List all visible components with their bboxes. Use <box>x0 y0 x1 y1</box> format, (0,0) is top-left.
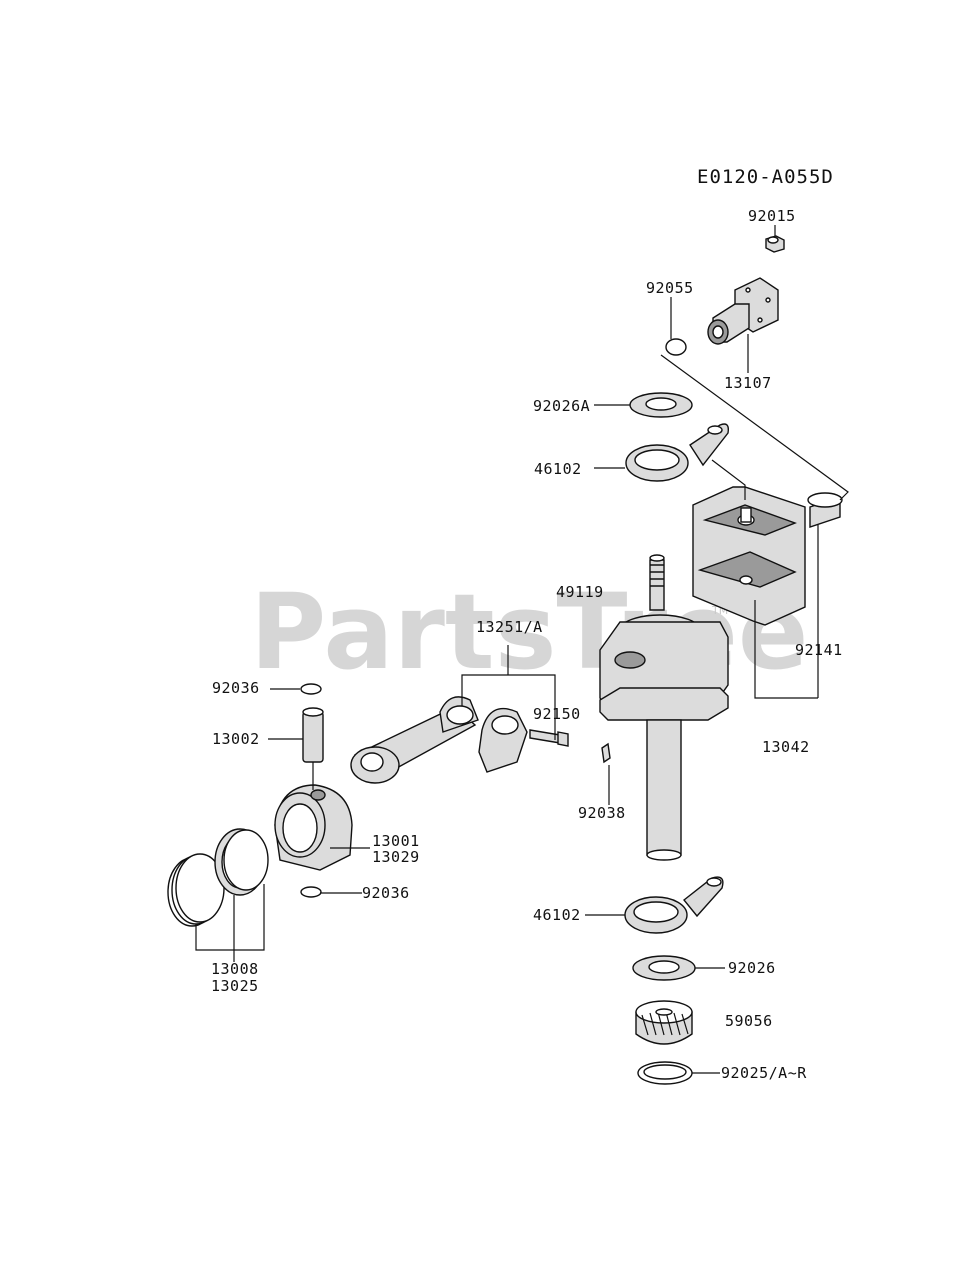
label-92015[interactable]: 92015 <box>748 207 796 225</box>
part-13107-governor-flange[interactable] <box>707 277 779 345</box>
part-92026A-washer[interactable] <box>629 392 693 418</box>
label-46102-bottom[interactable]: 46102 <box>533 906 581 924</box>
label-92026A[interactable]: 92026A <box>533 397 590 415</box>
part-13251A-connecting-rod[interactable] <box>350 696 479 784</box>
diagram-code: E0120-A055D <box>697 166 834 188</box>
part-13008-piston-rings[interactable] <box>167 828 269 927</box>
label-13002[interactable]: 13002 <box>212 730 260 748</box>
leader-lines <box>195 225 849 1074</box>
label-13107[interactable]: 13107 <box>724 374 772 392</box>
label-13025[interactable]: 13025 <box>211 977 259 995</box>
label-92150[interactable]: 92150 <box>533 705 581 723</box>
part-labels: 92015 92055 13107 92026A 46102 49119 132… <box>211 207 843 1082</box>
label-13042[interactable]: 13042 <box>762 738 810 756</box>
part-92150-bolt[interactable] <box>529 729 569 747</box>
label-92055[interactable]: 92055 <box>646 279 694 297</box>
part-92015-plug[interactable] <box>765 235 785 253</box>
label-59056[interactable]: 59056 <box>725 1012 773 1030</box>
label-92025[interactable]: 92025/A~R <box>721 1064 807 1082</box>
part-13042-crankshaft[interactable] <box>599 554 729 861</box>
part-rod-cap <box>478 707 528 773</box>
part-92141-bushing[interactable] <box>807 492 843 528</box>
label-92038[interactable]: 92038 <box>578 804 626 822</box>
label-92141[interactable]: 92141 <box>795 641 843 659</box>
label-13251A[interactable]: 13251/A <box>476 618 543 636</box>
part-92055-ring[interactable] <box>665 338 687 356</box>
part-13002-piston-pin[interactable] <box>302 707 324 763</box>
label-13001[interactable]: 13001 <box>372 832 420 850</box>
part-92036-bottom-circlip[interactable] <box>300 886 322 898</box>
label-13008[interactable]: 13008 <box>211 960 259 978</box>
part-92025-shim[interactable] <box>637 1061 693 1085</box>
part-92038-key[interactable] <box>601 742 611 764</box>
label-92036-top[interactable]: 92036 <box>212 679 260 697</box>
part-92036-top-circlip[interactable] <box>300 683 322 695</box>
part-13001-piston[interactable] <box>274 784 353 871</box>
label-92026[interactable]: 92026 <box>728 959 776 977</box>
label-92036-bottom[interactable]: 92036 <box>362 884 410 902</box>
part-59056-gear[interactable] <box>635 1000 693 1045</box>
label-49119[interactable]: 49119 <box>556 583 604 601</box>
part-46102-bottom-balancer[interactable] <box>624 876 724 934</box>
part-46102-top-balancer[interactable] <box>625 423 730 482</box>
part-crankcase-block <box>692 486 806 626</box>
label-13029[interactable]: 13029 <box>372 848 420 866</box>
part-92026-washer[interactable] <box>632 955 696 981</box>
label-46102-top[interactable]: 46102 <box>534 460 582 478</box>
